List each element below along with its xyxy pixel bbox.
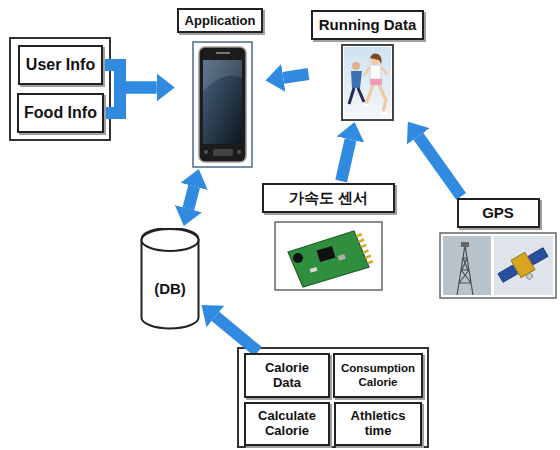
box-label: Consumption Calorie <box>339 362 417 388</box>
radio-tower <box>457 245 473 295</box>
runners-photo <box>342 45 393 120</box>
process-box: Calculate Calorie <box>244 402 330 446</box>
solar-panel <box>528 248 548 265</box>
phone-speaker <box>216 52 230 54</box>
runner-hair <box>370 54 382 65</box>
box-label: Calorie Data <box>256 361 318 391</box>
runner-legs <box>366 85 386 112</box>
runner-arms <box>364 67 387 76</box>
labelled-figure: Application <box>177 8 264 167</box>
satellite <box>495 243 553 292</box>
group-frame <box>238 348 428 447</box>
labelled-figure: 가속도 센서 <box>262 183 395 290</box>
runner-shorts <box>370 79 382 85</box>
process-box: Calorie Data <box>244 353 330 398</box>
header-pins <box>356 234 373 263</box>
process-box: Athletics time <box>334 402 422 446</box>
phone-button <box>237 150 241 154</box>
gps-picture <box>440 233 556 298</box>
process-box: Food Info <box>17 93 104 133</box>
image-frame <box>342 45 393 120</box>
phone-screen <box>203 60 242 144</box>
labelled-figure: Running Data <box>311 10 425 120</box>
flow-arrow <box>215 316 258 351</box>
cylinder-top <box>142 229 199 251</box>
tower-photo <box>443 236 491 295</box>
runner-head <box>352 62 360 70</box>
flow-arrow <box>106 88 157 114</box>
figure-heading: Running Data <box>311 10 425 40</box>
database-cylinder: (DB) <box>140 228 200 330</box>
component <box>338 254 346 261</box>
photo-ground <box>344 47 391 118</box>
runner-legs <box>349 88 364 104</box>
flow-arrow <box>188 186 194 208</box>
flow-arrow <box>283 74 308 78</box>
phone-illustration <box>193 42 252 167</box>
box-label: Athletics time <box>347 409 409 439</box>
screen-glare <box>203 60 242 92</box>
sensor-element <box>293 253 303 263</box>
satellite-photo <box>494 236 553 295</box>
tower-antenna <box>461 242 469 247</box>
image-frame <box>193 42 252 167</box>
flow-arrow <box>341 140 350 182</box>
phone-button <box>204 150 208 154</box>
runner-shirt <box>351 71 362 88</box>
image-frame <box>275 222 382 290</box>
solar-panel <box>498 265 518 282</box>
process-box: User Info <box>18 45 103 85</box>
sensor-board-picture <box>275 222 382 290</box>
box-label: Food Info <box>24 104 97 122</box>
satellite-dish <box>525 272 533 280</box>
circuit-board <box>288 231 369 287</box>
flow-arrow <box>418 136 461 196</box>
process-box: Consumption Calorie <box>333 353 423 398</box>
figure-heading: GPS <box>457 198 540 228</box>
chip <box>317 246 336 262</box>
cylinder-body <box>142 228 199 329</box>
runner-shoes <box>363 105 387 113</box>
labelled-figure: GPS <box>440 198 556 298</box>
cylinder-outline <box>140 228 200 330</box>
phone-button <box>213 149 233 156</box>
component <box>310 267 318 273</box>
image-frame <box>440 233 556 298</box>
runner-top <box>370 65 381 79</box>
group-frame <box>10 38 110 140</box>
phone-body <box>199 47 246 162</box>
box-label: (DB) <box>154 280 186 297</box>
figure-heading: Application <box>177 8 264 33</box>
box-label: User Info <box>26 56 95 74</box>
figure-heading: 가속도 센서 <box>262 183 395 213</box>
box-label: Calculate Calorie <box>256 409 318 439</box>
